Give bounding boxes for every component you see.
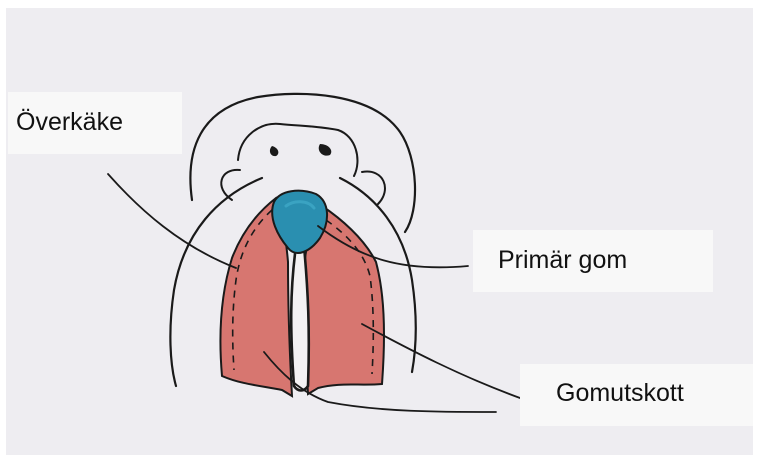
label-overkake: Överkäke: [8, 92, 182, 154]
pointer-overkake: [108, 174, 236, 268]
label-primar-gom-text: Primär gom: [498, 248, 627, 273]
label-overkake-text: Överkäke: [16, 110, 123, 135]
left-nostril: [270, 146, 278, 156]
nose-outline: [238, 124, 357, 176]
label-gomutskott: Gomutskott: [520, 364, 753, 426]
midline-cleft: [291, 246, 309, 391]
label-gomutskott-text: Gomutskott: [556, 381, 684, 406]
label-primar-gom: Primär gom: [473, 230, 713, 292]
right-cheek-outline: [362, 172, 385, 204]
right-nostril: [319, 144, 332, 156]
pointer-gomutskott: [362, 324, 520, 398]
